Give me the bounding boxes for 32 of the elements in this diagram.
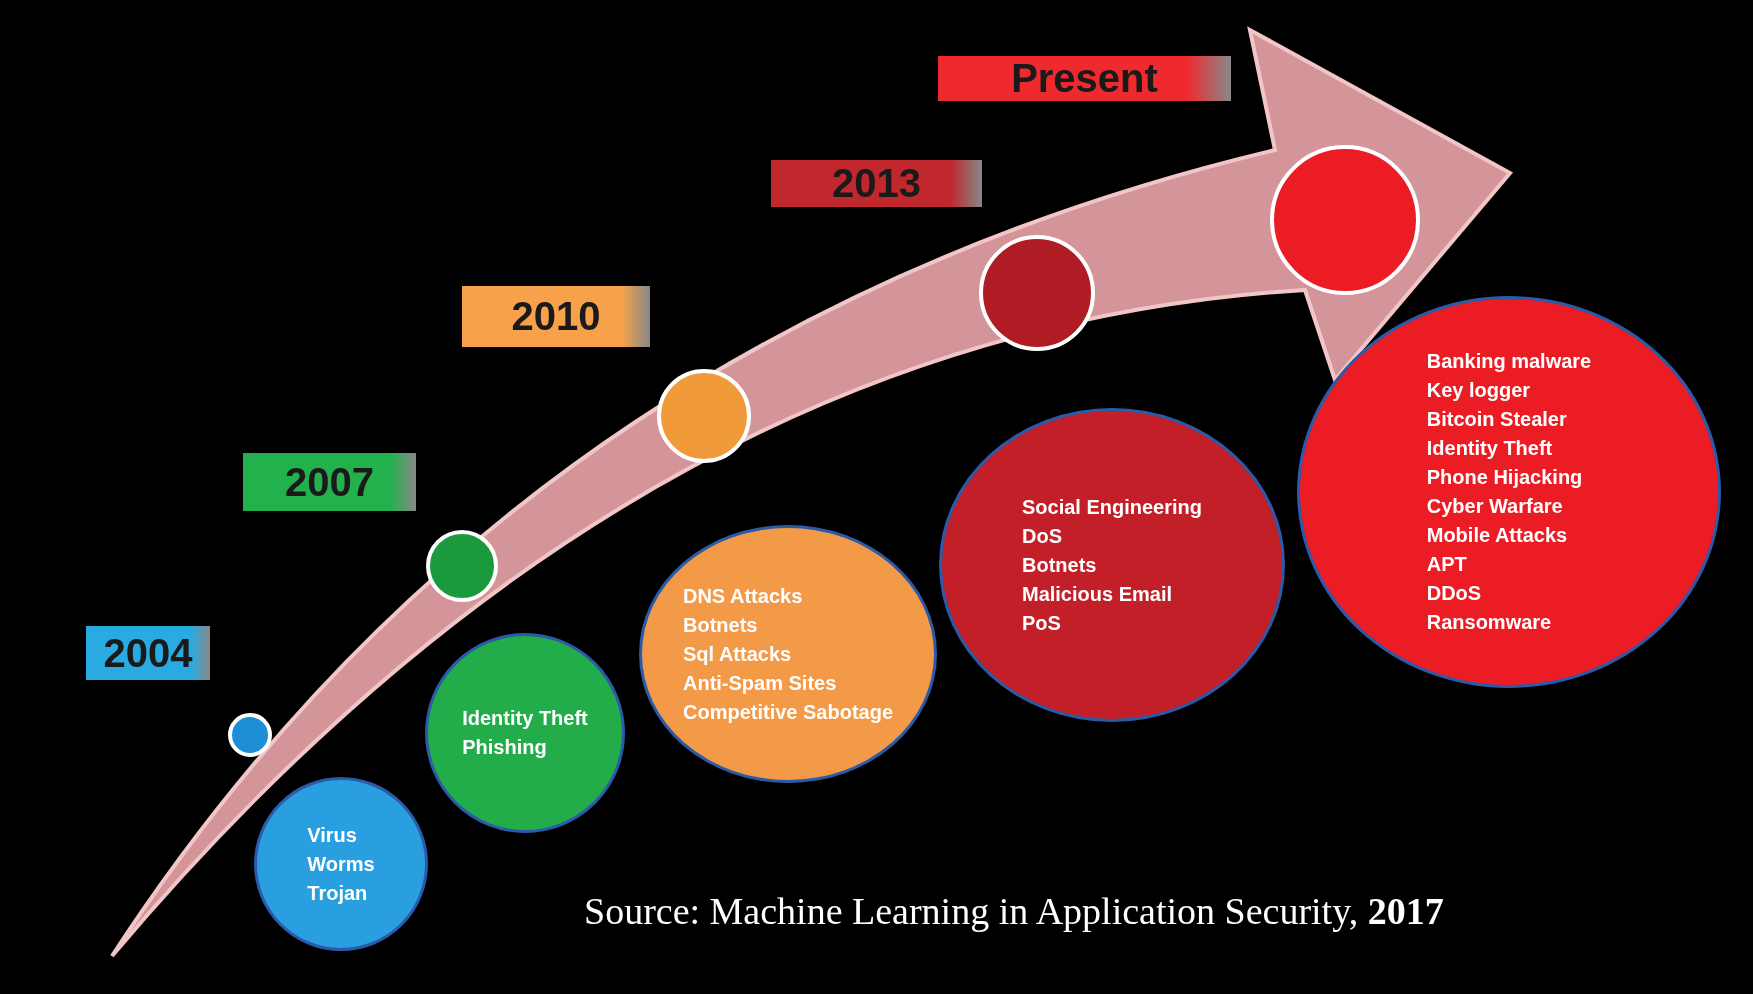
source-caption: Source: Machine Learning in Application Security, 2017: [584, 889, 1444, 933]
threat-item: Social Engineering: [1021, 494, 1202, 520]
threat-item: Mobile Attacks: [1426, 523, 1568, 548]
threat-item: Botnets: [682, 612, 758, 638]
threat-item: Virus: [307, 822, 357, 848]
threat-item: Bitcoin Stealer: [1426, 407, 1567, 432]
threat-item: Botnets: [1021, 552, 1097, 578]
threat-item: Identity Theft: [462, 706, 588, 731]
threat-item: Sql Attacks: [682, 641, 792, 667]
threat-item: Cyber Warfare: [1426, 494, 1563, 519]
threat-item: Anti-Spam Sites: [682, 670, 837, 696]
year-tag: 2007: [243, 453, 416, 511]
threat-item: PoS: [1021, 610, 1061, 636]
threat-item: DNS Attacks: [682, 583, 803, 609]
threat-item: Phone Hijacking: [1426, 465, 1583, 490]
year-tag: 2013: [771, 160, 982, 207]
timeline-marker: [228, 713, 272, 757]
threat-item: Trojan: [307, 880, 368, 906]
threat-item: Phishing: [462, 735, 547, 760]
threat-item: Identity Theft: [1426, 436, 1553, 461]
threat-item: Banking malware: [1426, 349, 1592, 374]
threat-item: DDoS: [1426, 581, 1482, 606]
threat-item: DoS: [1021, 523, 1062, 549]
threat-item: APT: [1426, 552, 1467, 577]
threat-item: Ransomware: [1426, 610, 1552, 635]
threat-item: Worms: [307, 851, 375, 877]
threat-item: Key logger: [1426, 378, 1531, 403]
threat-item: Malicious Email: [1021, 581, 1173, 607]
year-tag: 2004: [86, 626, 210, 680]
year-tag: 2010: [462, 286, 650, 347]
year-tag: Present: [938, 56, 1231, 101]
threat-item: Competitive Sabotage: [682, 699, 893, 725]
